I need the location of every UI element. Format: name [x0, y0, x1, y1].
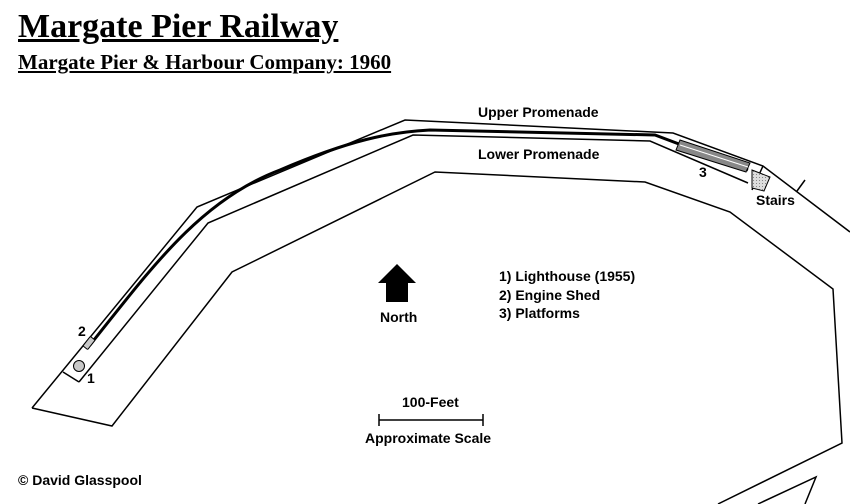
page-subtitle: Margate Pier & Harbour Company: 1960 — [18, 50, 392, 74]
north-arrow-icon — [378, 264, 416, 302]
page-title: Margate Pier Railway — [18, 8, 339, 45]
pier-bottom-edge — [31, 171, 843, 504]
railway-track — [88, 128, 749, 346]
upper-promenade-label: Upper Promenade — [478, 104, 599, 120]
pier-outer-edge — [31, 119, 850, 409]
platform-edge — [679, 144, 749, 168]
legend-item: 3) Platforms — [499, 305, 580, 321]
lighthouse-marker: 1 — [87, 370, 95, 386]
stairs-icon — [751, 169, 771, 192]
engine-shed-marker: 2 — [78, 323, 86, 339]
lower-promenade-label: Lower Promenade — [478, 146, 600, 162]
scale-caption: Approximate Scale — [365, 430, 492, 446]
scale-value: 100-Feet — [402, 394, 459, 410]
legend-item: 2) Engine Shed — [499, 287, 601, 303]
platforms-marker: 3 — [699, 164, 707, 180]
credit: © David Glasspool — [18, 472, 142, 488]
harbour-arm — [757, 475, 818, 504]
lighthouse-base — [62, 371, 80, 383]
engine-shed-icon — [82, 336, 96, 350]
scale-bar — [378, 414, 484, 426]
lighthouse-icon — [73, 360, 85, 372]
north-label: North — [380, 309, 418, 325]
stairs-label: Stairs — [756, 192, 795, 208]
upper-promenade-edge — [78, 134, 749, 383]
stairs-marker-tick — [796, 179, 806, 192]
legend-item: 1) Lighthouse (1955) — [499, 268, 636, 284]
